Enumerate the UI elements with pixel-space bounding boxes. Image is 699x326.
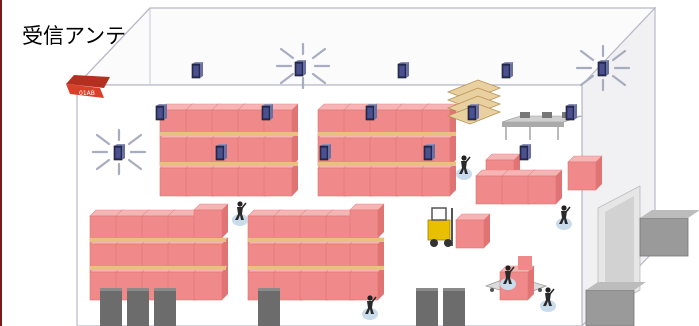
- antenna-icon: [424, 144, 435, 160]
- antenna-icon: [216, 144, 227, 160]
- antenna-icon: [468, 104, 479, 120]
- box-stack-front-middle: [248, 204, 384, 300]
- antenna-icon: [156, 104, 167, 120]
- antenna-icon: [320, 144, 331, 160]
- antenna-icon: [502, 62, 513, 78]
- antenna-icon: [192, 62, 203, 78]
- antenna-icon: [598, 60, 609, 76]
- antenna-icon: [262, 104, 273, 120]
- sign-label: 01AB: [79, 90, 95, 97]
- antenna-icon: [366, 104, 377, 120]
- antenna-icon: [520, 144, 531, 160]
- box-stack-back-left: [160, 104, 298, 196]
- antenna-icon: [398, 62, 409, 78]
- box-stack-back-middle: [318, 104, 456, 196]
- antenna-icon: [295, 60, 306, 76]
- antenna-icon: [114, 144, 125, 160]
- box-stack-front-left: [90, 204, 228, 300]
- antenna-icon: [566, 104, 577, 120]
